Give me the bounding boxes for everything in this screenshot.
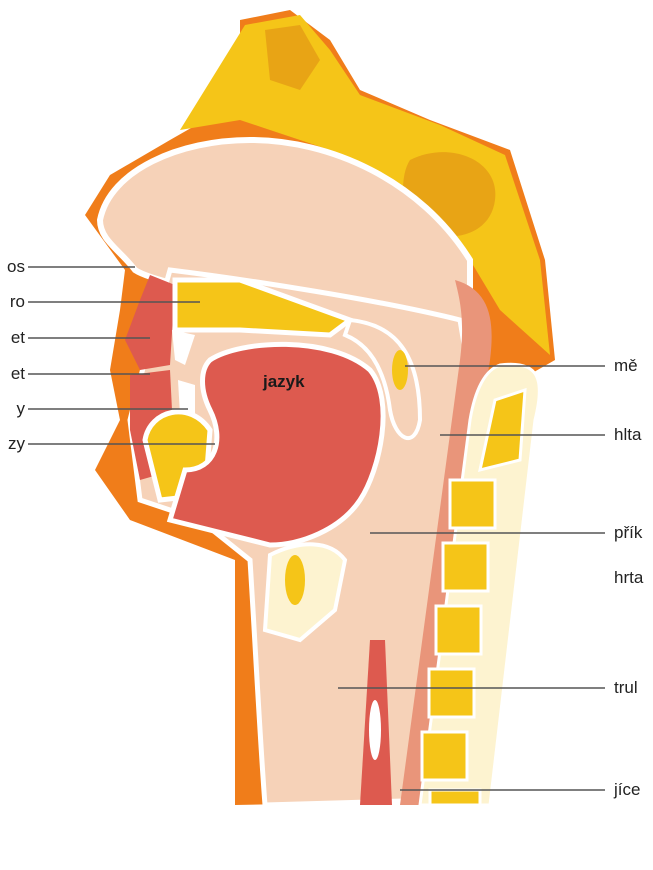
- label-trachea: trul: [614, 678, 638, 697]
- label-soft-palate: mě: [614, 356, 638, 375]
- label-upper-lip: et: [10, 328, 25, 347]
- skull-bone: [180, 15, 550, 355]
- sinus-top: [265, 25, 320, 90]
- esophagus-lumen: [369, 700, 381, 760]
- leader-lines: [28, 266, 605, 791]
- label-esophagus: jíce: [614, 780, 641, 799]
- soft-palate: [342, 317, 423, 441]
- label-larynx: hrta: [614, 568, 644, 587]
- label-pharynx: hlta: [614, 425, 642, 444]
- vertebrae: [420, 387, 527, 807]
- label-epiglottis: přík: [614, 523, 643, 542]
- tongue-label: jazyk: [263, 372, 305, 391]
- label-nose: os: [7, 257, 25, 276]
- hard-palate: [172, 277, 356, 338]
- label-gums: zy: [8, 434, 25, 453]
- soft-palate-spot: [392, 350, 408, 390]
- tongue: [166, 341, 386, 548]
- hyoid: [285, 555, 305, 605]
- epiglottis: [262, 542, 348, 643]
- label-lower-lip: et: [10, 364, 25, 383]
- label-teeth: y: [16, 399, 26, 418]
- upper-teeth: [172, 330, 195, 365]
- upper-lip: [125, 275, 175, 370]
- label-palate: ro: [9, 292, 25, 311]
